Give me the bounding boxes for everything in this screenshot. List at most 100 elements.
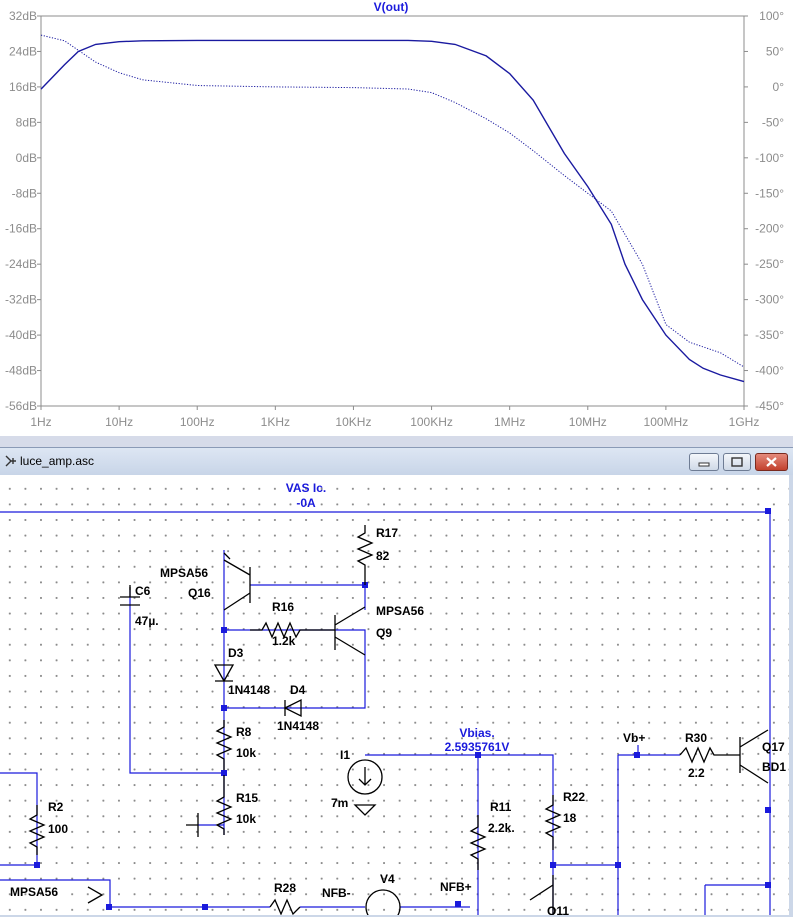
nfb-plus-label[interactable]: NFB+ (440, 880, 472, 894)
r2-value: 100 (48, 822, 68, 836)
junctions (34, 508, 771, 910)
nfb-minus-label[interactable]: NFB- (322, 886, 351, 900)
i1-symbol (347, 759, 383, 795)
r28-name: R28 (274, 881, 296, 895)
schematic-window[interactable]: luce_amp.asc (0, 447, 793, 917)
q9-model: MPSA56 (376, 604, 424, 618)
left-tick-label: 32dB (9, 9, 37, 23)
q11-symbol (529, 875, 554, 915)
close-icon (766, 457, 777, 467)
right-tick-label: -400° (755, 364, 784, 378)
maximize-button[interactable] (723, 453, 751, 471)
vas-ic-label[interactable]: VAS Ic. (286, 481, 326, 495)
r2-name: R2 (48, 800, 64, 814)
bottom-tick-label: 10Hz (105, 415, 133, 429)
plot-frame (40, 15, 745, 407)
i1-value: 7m (331, 796, 348, 810)
r15-value: 10k (236, 812, 256, 826)
right-tick-label: -350° (755, 328, 784, 342)
r22-name: R22 (563, 790, 585, 804)
window-titlebar[interactable]: luce_amp.asc (0, 448, 793, 475)
r30-name: R30 (685, 731, 707, 745)
phase-trace (40, 34, 745, 368)
left-tick-label: -48dB (5, 364, 37, 378)
i1-ground (353, 804, 377, 816)
bottom-tick-label: 1MHz (494, 415, 525, 429)
bottom-left-model: MPSA56 (10, 885, 58, 899)
r28-symbol (269, 898, 301, 915)
r16-value: 1.2k (272, 634, 296, 648)
d4-name: D4 (290, 683, 306, 697)
r11-value: 2.2k. (488, 821, 515, 835)
r11-symbol (469, 815, 487, 870)
right-tick-label: -150° (755, 186, 784, 200)
vertical-scrollbar[interactable] (789, 475, 793, 915)
right-tick-label: 0° (773, 80, 785, 94)
d3-model: 1N4148 (228, 683, 270, 697)
c6-name: C6 (135, 584, 151, 598)
right-tick-label: 100° (759, 9, 784, 23)
components (28, 525, 769, 915)
r15-name: R15 (236, 791, 258, 805)
left-tick-label: -40dB (5, 328, 37, 342)
bottom-left-transistor (87, 886, 104, 904)
q16-model: MPSA56 (160, 566, 208, 580)
right-tick-label: -50° (762, 115, 784, 129)
q9-name: Q9 (376, 626, 392, 640)
window-title: luce_amp.asc (20, 454, 95, 468)
r15-symbol (215, 775, 233, 835)
r16-symbol (250, 621, 335, 639)
r8-symbol (215, 720, 233, 770)
i1-name: I1 (340, 748, 350, 762)
r17-symbol (356, 525, 374, 585)
r22-value: 18 (563, 811, 577, 825)
q16-name: Q16 (188, 586, 211, 600)
minimize-button[interactable] (689, 453, 719, 471)
bottom-tick-label: 100KHz (410, 415, 453, 429)
left-axis-ticks: 32dB24dB16dB8dB0dB-8dB-16dB-24dB-32dB-40… (5, 9, 41, 413)
v4-symbol (365, 889, 401, 915)
close-button[interactable] (755, 453, 788, 471)
ground-symbol (186, 813, 199, 837)
right-tick-label: -450° (755, 399, 784, 413)
vbplus-label[interactable]: Vb+ (623, 731, 645, 745)
r16-name: R16 (272, 600, 294, 614)
c6-value: 47µ. (135, 614, 159, 628)
vbias-label[interactable]: Vbias. (459, 726, 494, 740)
q11-name: Q11 (547, 904, 569, 915)
right-tick-label: 50° (766, 44, 784, 58)
left-tick-label: -56dB (5, 399, 37, 413)
left-tick-label: 16dB (9, 80, 37, 94)
bottom-tick-label: 1Hz (30, 415, 51, 429)
vas-ic-value: -0A (296, 496, 316, 510)
right-tick-label: -100° (755, 151, 784, 165)
bode-plot[interactable]: V(out) 32dB24dB16dB8dB0dB-8dB-16dB-24dB-… (0, 0, 793, 436)
q17-symbol (739, 729, 769, 784)
plot-traces (40, 34, 745, 383)
r22-symbol (544, 795, 562, 850)
left-tick-label: -32dB (5, 293, 37, 307)
right-axis-ticks: 100° 50° 0° -50° -100° -150° -200° -250° -300° -3… (744, 9, 784, 413)
bottom-tick-label: 10KHz (335, 415, 371, 429)
schematic-canvas[interactable]: VAS Ic. -0A R17 82 MPSA56 Q16 C6 47µ. R1… (0, 475, 789, 915)
left-tick-label: 0dB (16, 151, 37, 165)
schematic-drawing[interactable]: VAS Ic. -0A R17 82 MPSA56 Q16 C6 47µ. R1… (0, 475, 789, 915)
left-tick-label: 8dB (16, 115, 37, 129)
right-tick-label: -300° (755, 293, 784, 307)
vbias-value: 2.5935761V (445, 740, 510, 754)
right-tick-label: -250° (755, 257, 784, 271)
r30-symbol (679, 746, 740, 764)
q17-model: BD1 (762, 760, 786, 774)
right-tick-label: -200° (755, 222, 784, 236)
q17-name: Q17 (762, 740, 785, 754)
bottom-tick-label: 10MHz (569, 415, 607, 429)
d3-name: D3 (228, 646, 244, 660)
minimize-icon (698, 462, 710, 467)
left-tick-label: -24dB (5, 257, 37, 271)
bottom-tick-label: 1GHz (729, 415, 760, 429)
left-tick-label: -16dB (5, 222, 37, 236)
q16-symbol (223, 559, 251, 611)
r8-name: R8 (236, 725, 252, 739)
d3-symbol (213, 664, 235, 683)
